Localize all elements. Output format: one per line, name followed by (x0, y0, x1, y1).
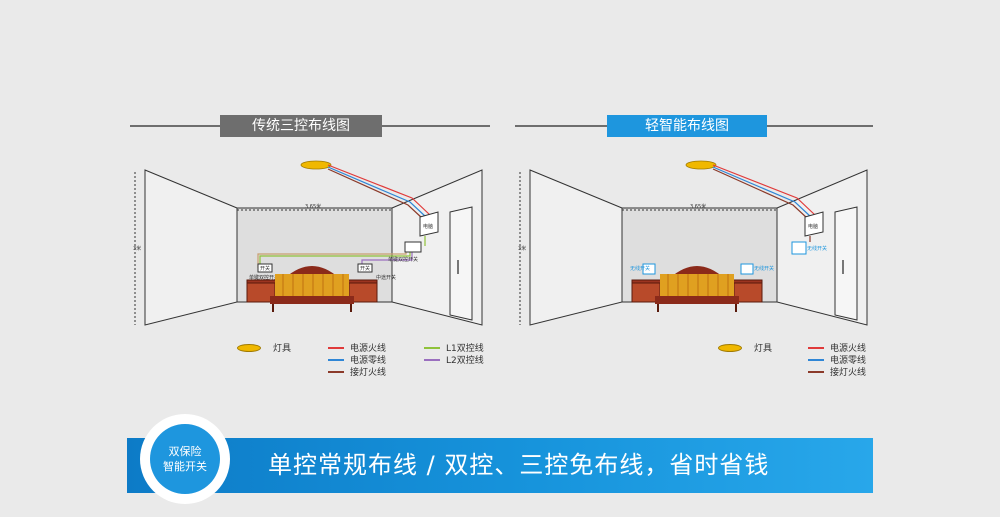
wireless-switch-icon (740, 263, 754, 275)
switch-box-1 (257, 263, 273, 273)
legend-item: L1双控线 (424, 341, 484, 354)
badge-line-1: 双保险 (168, 445, 202, 458)
legend-item: 电源火线 (808, 341, 866, 354)
left-switch-label-3: 开关 (360, 265, 370, 272)
wireless-switch-icon (791, 241, 807, 255)
left-monitor-label: 电脑 (423, 223, 433, 230)
right-panel-title: 轻智能布线图 (607, 115, 767, 137)
legend-lamp: 灯具 (718, 341, 772, 354)
legend-item: 电源零线 (328, 353, 386, 366)
lamp-swatch-icon (237, 343, 261, 352)
badge-line-2: 智能开关 (163, 460, 207, 473)
left-switch-label-2: 单键双控开关 (249, 274, 279, 281)
legend-item: 电源零线 (808, 353, 866, 366)
left-width-label: 3.65米 (305, 203, 321, 210)
bed-icon (275, 274, 349, 296)
right-switch-label-1: 无线开关 (630, 265, 650, 272)
lamp-swatch-icon (718, 343, 742, 352)
switch-box-2 (357, 263, 373, 273)
wireless-switch-icon (642, 263, 656, 275)
banner-text: 单控常规布线 / 双控、三控免布线，省时省钱 (268, 451, 770, 479)
left-panel-title: 传统三控布线图 (220, 115, 382, 137)
left-switch-label-5: 单键双控开关 (388, 256, 418, 263)
left-height-label: 3米 (133, 245, 141, 252)
right-switch-label-2: 无线开关 (754, 265, 774, 272)
left-switch-label-1: 开关 (260, 265, 270, 272)
legend-item: 电源火线 (328, 341, 386, 354)
monitor-icon (419, 211, 439, 237)
monitor-icon (804, 211, 824, 237)
badge: 双保险 智能开关 (150, 424, 220, 494)
bed-icon (660, 274, 734, 296)
smart-wiring-diagram: 3米 3.65米 电脑 无线开关 无线开关 无线开关 (518, 160, 868, 326)
ceiling-lamp-icon (300, 160, 332, 170)
right-width-label: 3.65米 (690, 203, 706, 210)
switch-box-3 (404, 241, 422, 253)
legend-lamp: 灯具 (237, 341, 291, 354)
right-height-label: 3米 (518, 245, 526, 252)
legend-item: 接灯火线 (328, 365, 386, 378)
legend-item: L2双控线 (424, 353, 484, 366)
right-monitor-label: 电脑 (808, 223, 818, 230)
left-switch-label-4: 中途开关 (376, 274, 396, 281)
traditional-wiring-diagram: 3米 3.65米 电脑 开关 单键双控开关 开关 中途开关 单键双控开关 (133, 160, 483, 326)
right-switch-label-3: 无线开关 (807, 245, 827, 252)
legend-item: 接灯火线 (808, 365, 866, 378)
ceiling-lamp-icon (685, 160, 717, 170)
bottom-banner (127, 438, 873, 493)
